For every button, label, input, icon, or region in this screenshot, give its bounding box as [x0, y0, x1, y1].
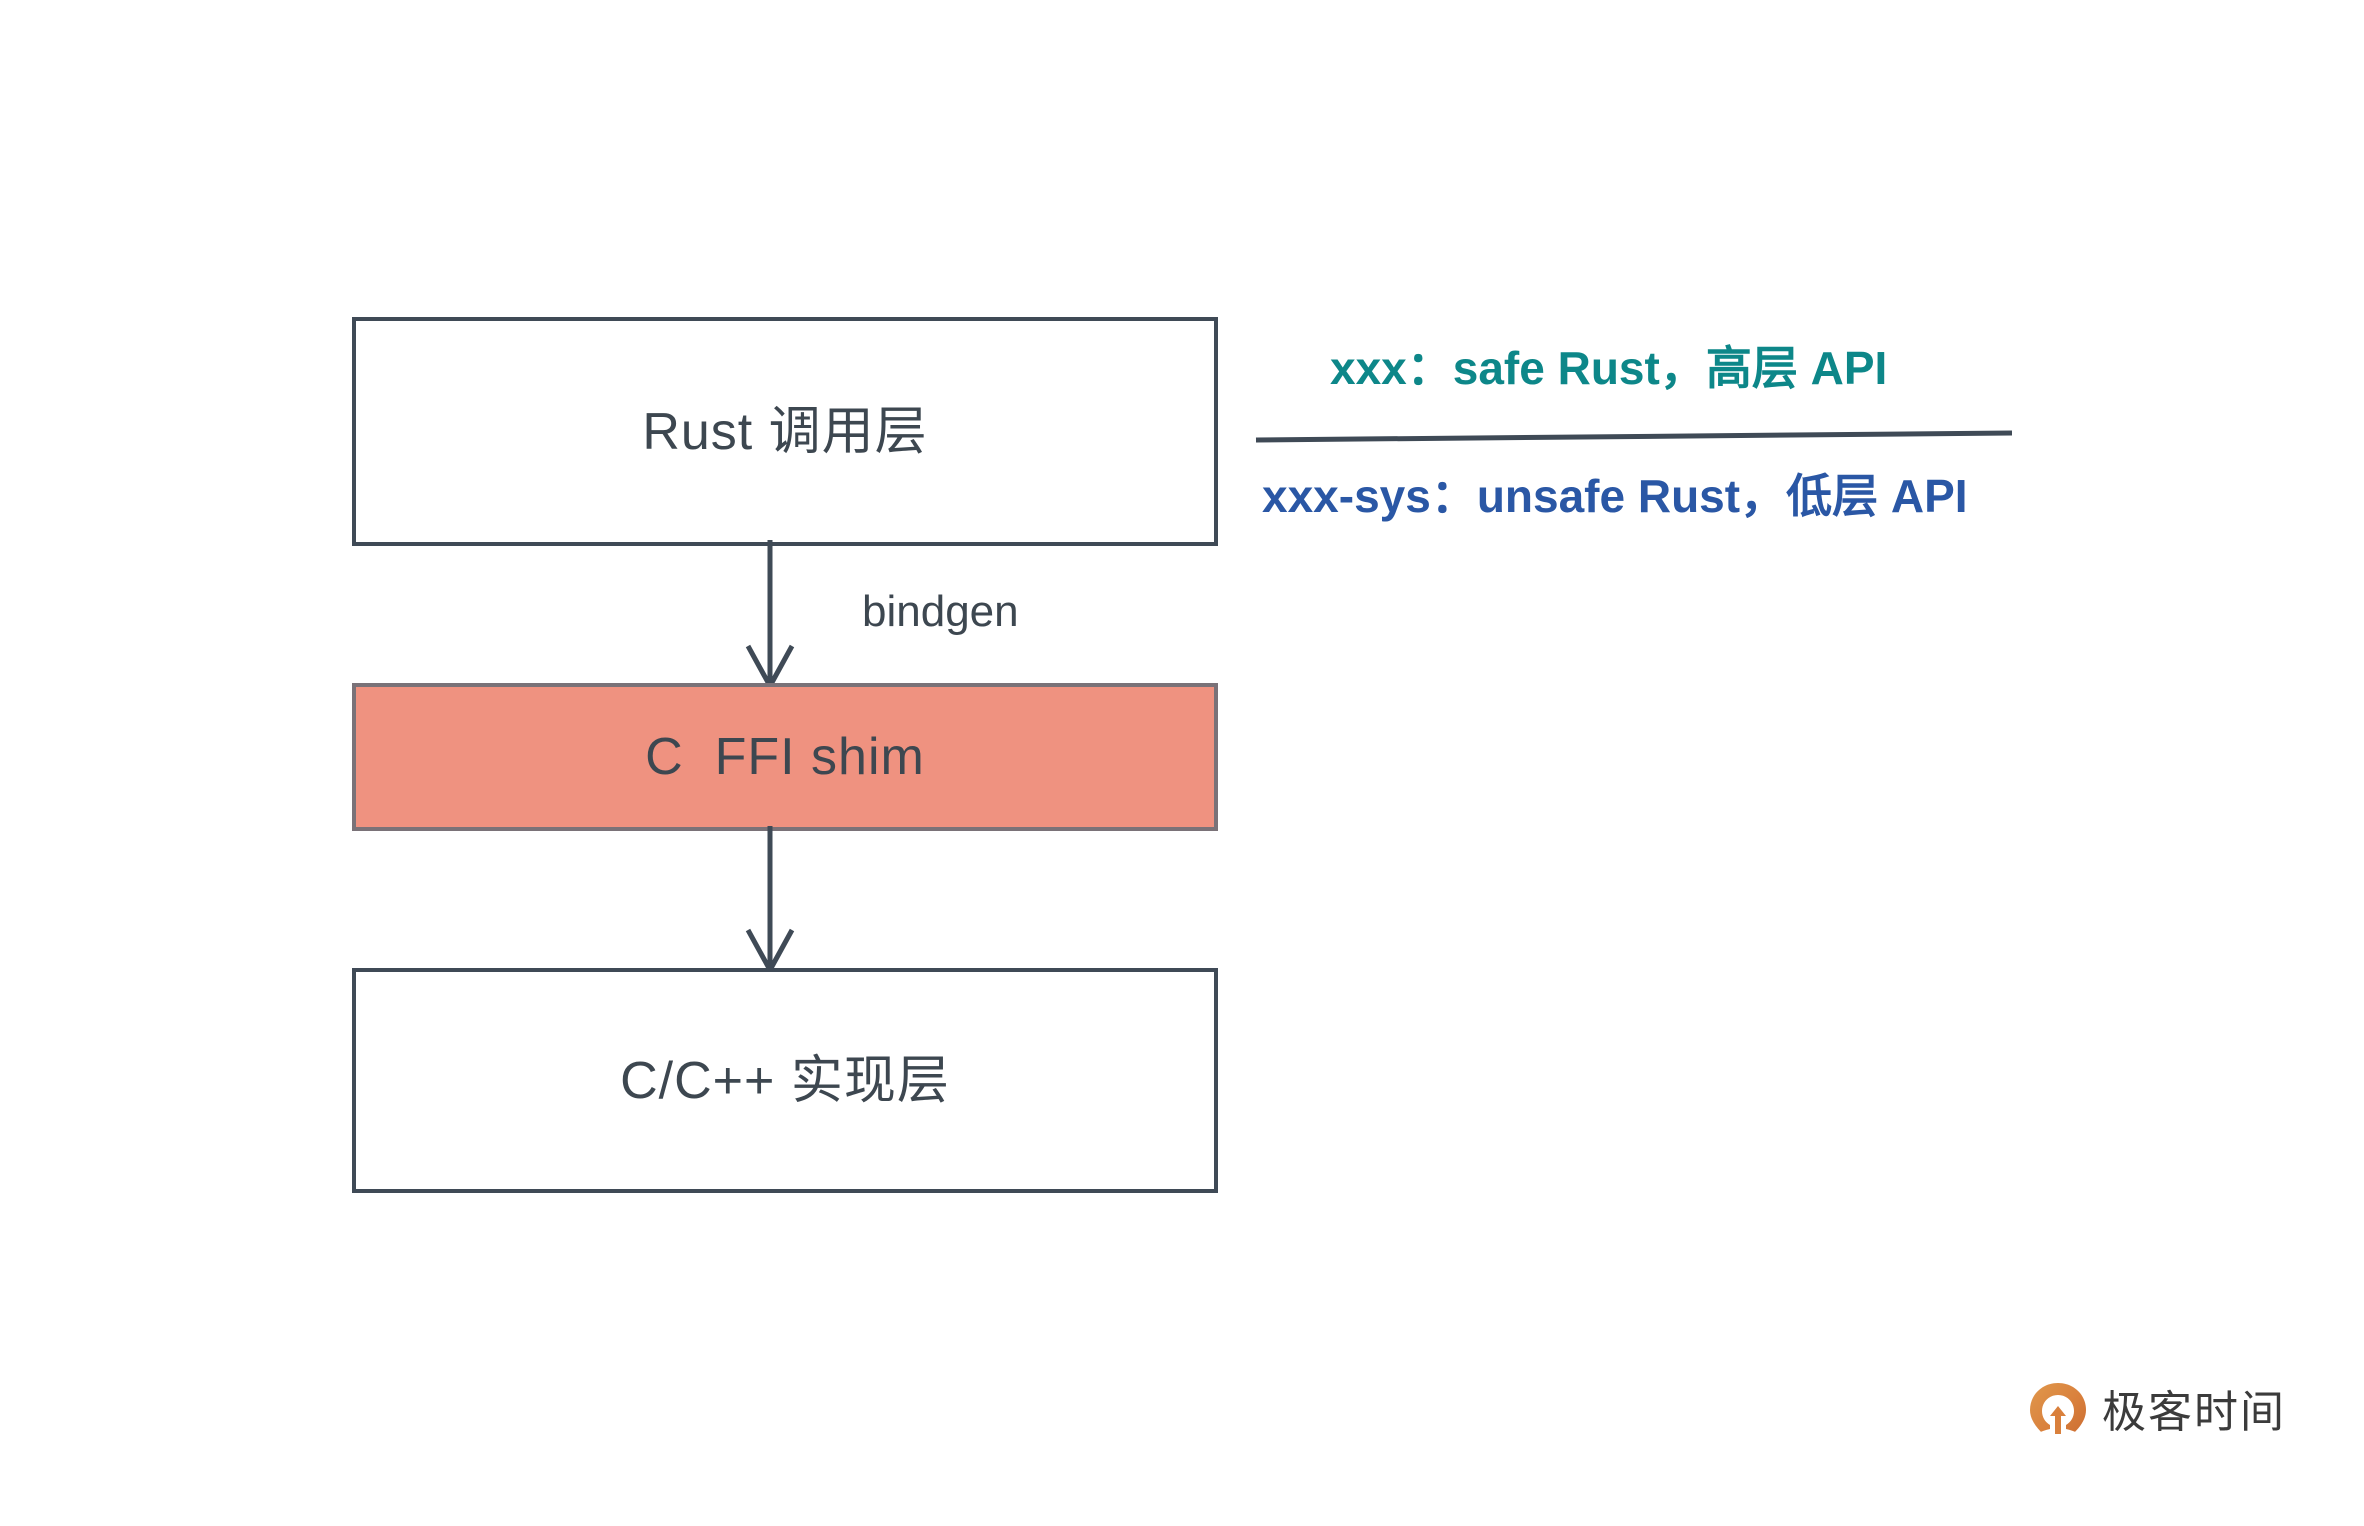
box-c-ffi-shim-label: C FFI shim: [645, 728, 925, 786]
geektime-pin-icon: [2030, 1383, 2086, 1443]
annotation-high-level-api: xxx：safe Rust，高层 API: [1330, 342, 1888, 394]
annotation-low-level-api: xxx-sys：unsafe Rust，低层 API: [1262, 470, 1968, 522]
brand-name-label: 极客时间: [2102, 1388, 2286, 1437]
box-cpp-layer: C/C++ 实现层: [352, 968, 1218, 1193]
box-rust-layer: Rust 调用层: [352, 317, 1218, 546]
annotation-divider-line: [1255, 430, 2013, 443]
box-rust-layer-label: Rust 调用层: [642, 402, 928, 461]
arrow-rust-to-ffi: [745, 540, 795, 692]
box-c-ffi-shim: C FFI shim: [352, 683, 1218, 831]
arrow-label-bindgen: bindgen: [862, 587, 1019, 636]
box-cpp-layer-label: C/C++ 实现层: [620, 1051, 950, 1110]
brand-logo: 极客时间: [2028, 1382, 2286, 1444]
arrow-ffi-to-cpp: [745, 826, 795, 976]
